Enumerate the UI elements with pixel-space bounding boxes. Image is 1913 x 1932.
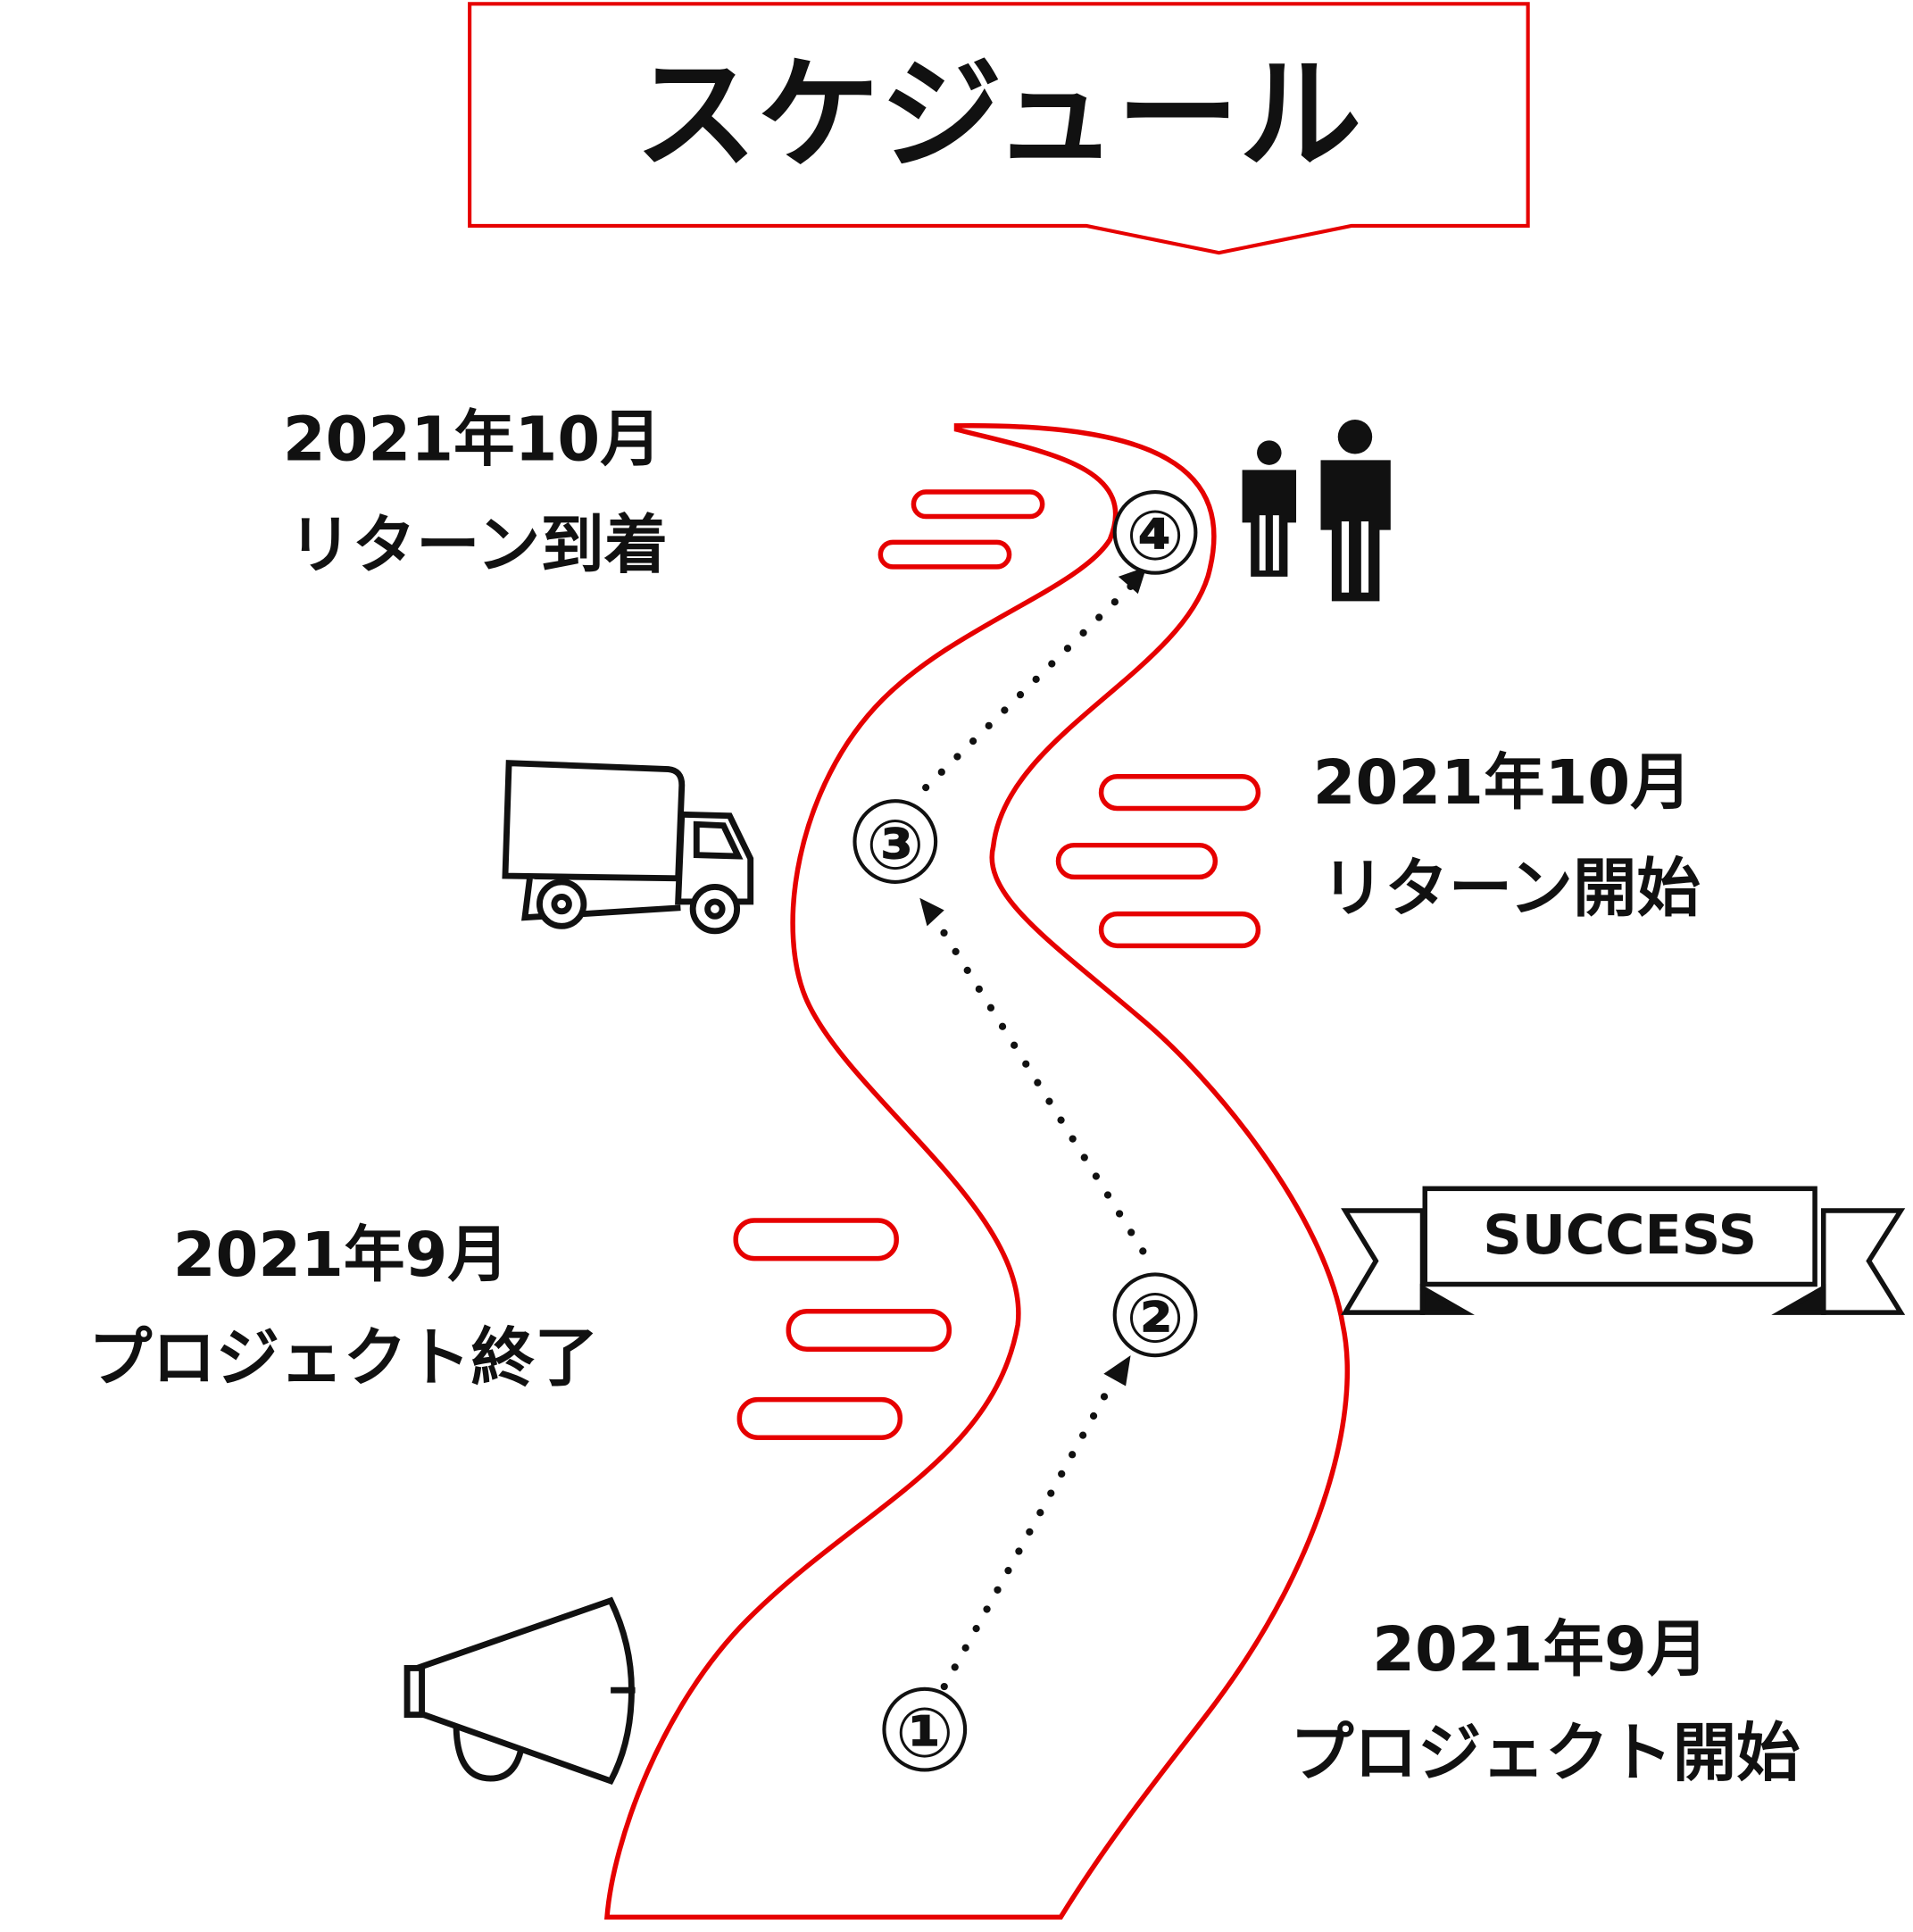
milestone-2-label: プロジェクト終了	[88, 1321, 598, 1395]
milestone-3-label: リターン開始	[1321, 851, 1701, 925]
speed-lines	[733, 489, 1261, 1440]
marker-3: ③	[866, 806, 924, 886]
milestone-4-date: 2021年10月	[283, 404, 661, 475]
success-banner	[1341, 1186, 1906, 1315]
milestone-2-date: 2021年9月	[173, 1220, 509, 1291]
arrowheads	[919, 566, 1147, 1387]
milestone-4-label: リターン到着	[288, 508, 668, 582]
milestone-markers	[853, 489, 1198, 1772]
success-banner-text: SUCCESS	[1483, 1204, 1757, 1267]
truck-icon	[502, 760, 754, 935]
milestone-1-date: 2021年9月	[1372, 1614, 1708, 1686]
road	[604, 423, 1350, 1920]
megaphone-icon	[403, 1596, 636, 1786]
marker-1: ①	[895, 1694, 953, 1773]
people-icon	[1242, 420, 1391, 602]
title-text: スケジュール	[635, 44, 1362, 187]
marker-2: ②	[1126, 1279, 1184, 1359]
milestone-1-label: プロジェクト開始	[1290, 1716, 1800, 1790]
title-box: スケジュール	[468, 2, 1530, 255]
marker-4: ④	[1126, 497, 1184, 577]
progress-arrows	[922, 582, 1147, 1691]
milestone-3-date: 2021年10月	[1313, 747, 1692, 819]
